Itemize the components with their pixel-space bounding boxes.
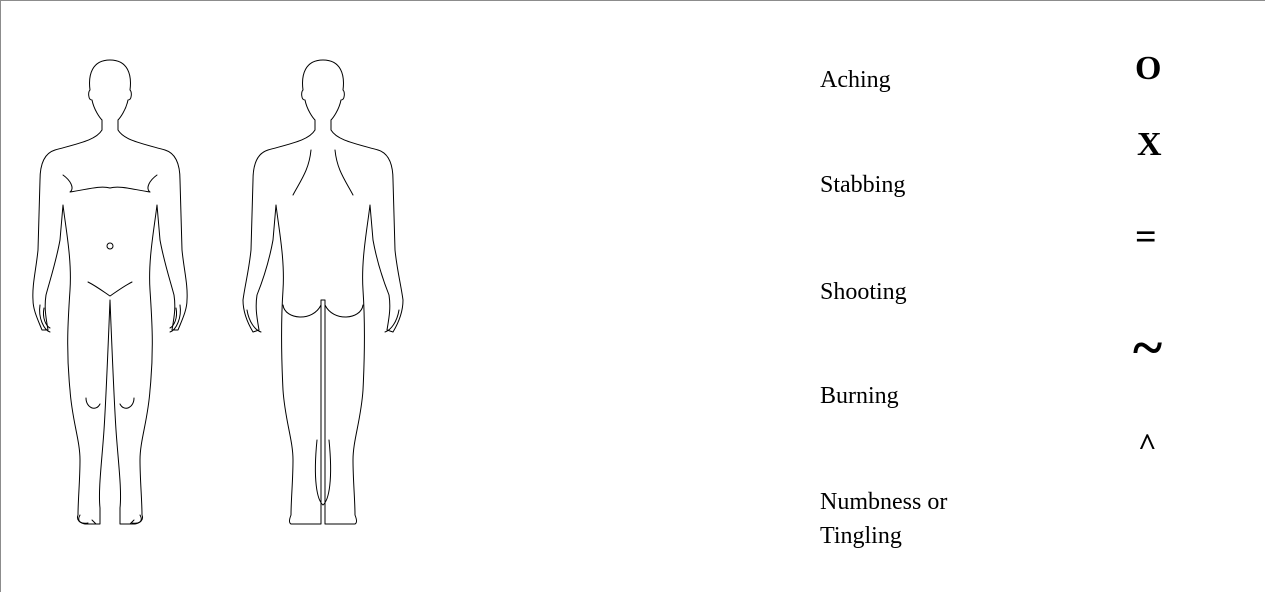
back-scapula-right <box>335 150 353 195</box>
front-knee-right <box>120 398 134 408</box>
back-buttocks <box>283 305 363 317</box>
front-knee-left <box>86 398 100 408</box>
body-back-figure[interactable] <box>213 0 1265 592</box>
back-scapula-left <box>293 150 311 195</box>
burning-symbol-icon: ~ <box>1133 320 1162 376</box>
legend-label-burning: Burning <box>820 380 899 413</box>
stabbing-symbol-icon: X <box>1137 128 1162 162</box>
legend-label-numbness: Numbness or <box>820 486 947 519</box>
front-navel <box>107 243 113 249</box>
front-head <box>33 60 187 524</box>
shooting-symbol-icon: = <box>1135 218 1157 256</box>
legend-label-shooting: Shooting <box>820 276 907 309</box>
front-chest <box>63 175 157 192</box>
front-groin <box>88 282 132 296</box>
legend-label-stabbing: Stabbing <box>820 169 905 202</box>
front-feet <box>79 515 142 524</box>
back-outline <box>243 60 403 524</box>
numbness-symbol-icon: ^ <box>1138 428 1157 460</box>
aching-symbol-icon: O <box>1135 52 1161 86</box>
back-calves <box>315 440 330 505</box>
legend-label-aching: Aching <box>820 64 891 97</box>
back-hands <box>247 310 399 332</box>
legend-label-tingling: Tingling <box>820 520 902 553</box>
